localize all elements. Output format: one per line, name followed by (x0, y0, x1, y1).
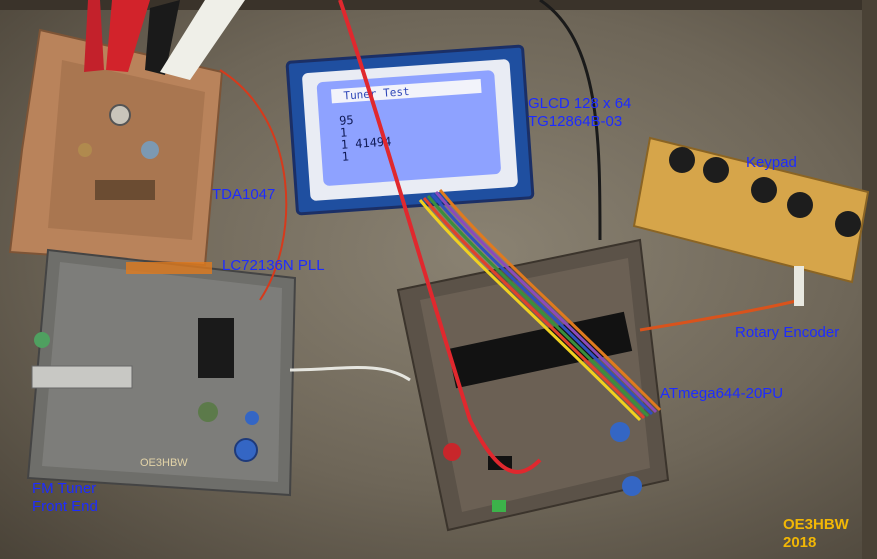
lcd-line-3: 1 41494 (340, 134, 391, 151)
label-glcd: GLCD 128 x 64 TG12864B-03 (528, 95, 631, 131)
black-wire (539, 0, 602, 241)
label-tda1047: TDA1047 (212, 186, 276, 203)
lcd-line-2: 1 (340, 125, 348, 139)
label-pll: LC72136N PLL (222, 257, 325, 274)
label-keypad: Keypad (746, 154, 797, 171)
label-fm-tuner-line-2: Front End (32, 498, 98, 515)
tray-edge-right (862, 0, 877, 559)
label-fm-tuner: FM Tuner Front End (32, 480, 98, 516)
keypad-board (632, 136, 870, 284)
lcd-line-4: 1 (341, 149, 349, 163)
label-fm-tuner-line-1: FM Tuner (32, 480, 97, 497)
red-wire (338, 0, 542, 474)
label-atmega: ATmega644-20PU (660, 385, 784, 402)
label-rotary-encoder: Rotary Encoder (735, 324, 840, 341)
credit-author: OE3HBW (783, 516, 849, 533)
lcd-title: Tuner Test (343, 85, 410, 103)
label-glcd-line-1: GLCD 128 x 64 (528, 95, 632, 112)
ribbon-cable (418, 189, 662, 422)
credit-year: 2018 (783, 534, 817, 551)
lcd-line-1: 95 (339, 113, 354, 128)
credit: OE3HBW 2018 (783, 516, 849, 552)
label-glcd-line-2: TG12864B-03 (528, 113, 623, 130)
board-silkscreen: OE3HBW (140, 457, 188, 469)
